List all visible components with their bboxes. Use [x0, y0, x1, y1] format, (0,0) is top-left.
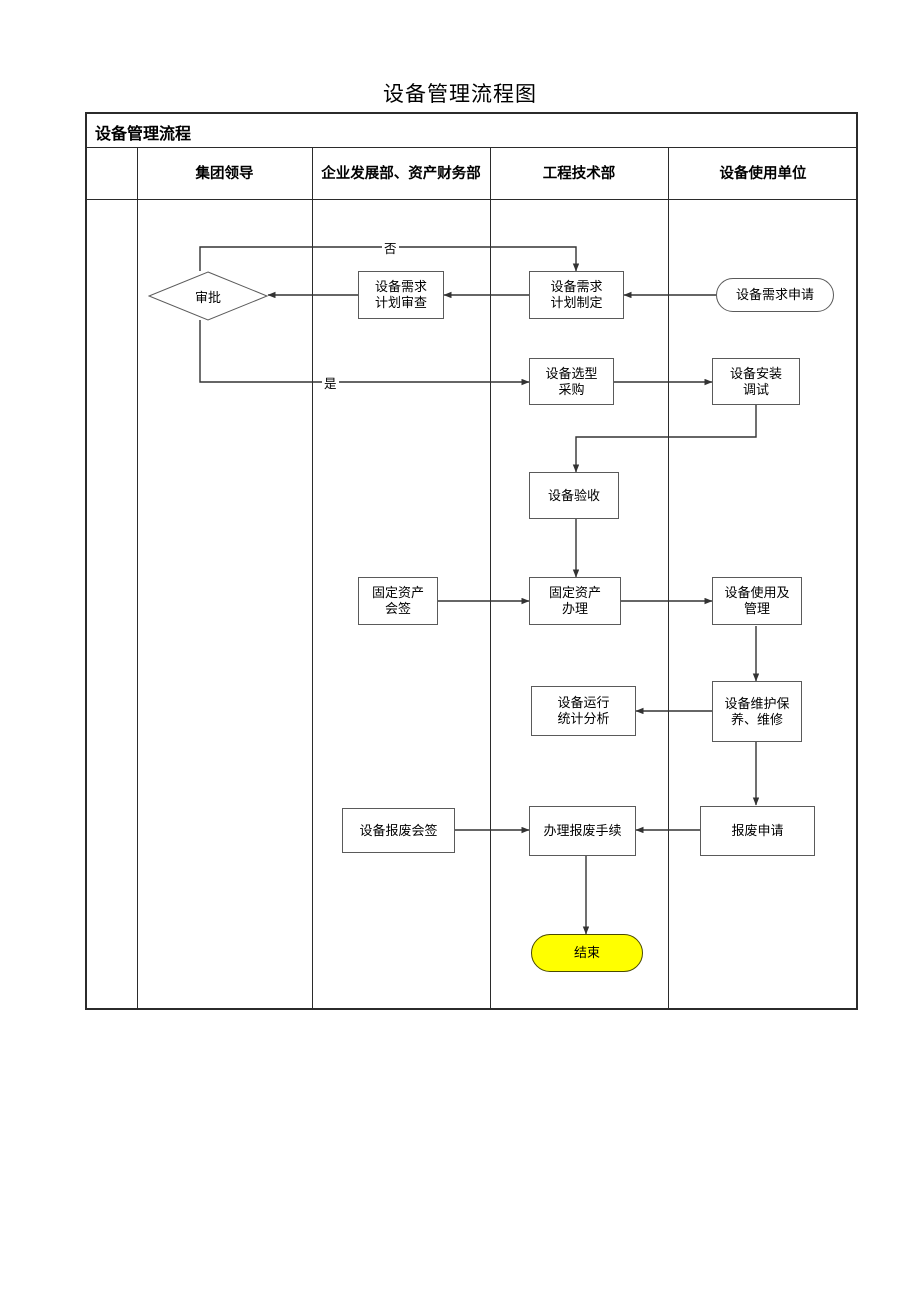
- node-approve[interactable]: 审批: [148, 271, 268, 321]
- node-scrap-handle-label: 办理报废手续: [543, 823, 622, 839]
- node-asset-handle[interactable]: 固定资产办理: [529, 577, 621, 625]
- node-plan-review[interactable]: 设备需求计划审查: [358, 271, 444, 319]
- node-scrap-handle[interactable]: 办理报废手续: [529, 806, 636, 856]
- node-maintenance-label: 设备维护保养、维修: [724, 695, 790, 727]
- node-end[interactable]: 结束: [531, 934, 643, 972]
- column-header-spacer: [87, 148, 137, 200]
- edge-label-no: 否: [382, 238, 399, 257]
- node-approve-label: 审批: [194, 289, 221, 305]
- node-acceptance-label: 设备验收: [547, 487, 600, 503]
- table-header-row: 集团领导 企业发展部、资产财务部 工程技术部 设备使用单位: [87, 148, 856, 200]
- node-plan-make[interactable]: 设备需求计划制定: [529, 271, 624, 319]
- band-title-text: 设备管理流程: [95, 126, 192, 143]
- node-use-manage-label: 设备使用及管理: [724, 585, 790, 616]
- column-divider-4: [668, 148, 669, 1010]
- edge-label-yes: 是: [322, 373, 339, 392]
- node-install[interactable]: 设备安装调试: [712, 358, 800, 405]
- node-request[interactable]: 设备需求申请: [716, 278, 834, 312]
- node-maintenance[interactable]: 设备维护保养、维修: [712, 681, 802, 742]
- node-plan-make-label: 设备需求计划制定: [550, 279, 603, 310]
- node-scrap-apply[interactable]: 报废申请: [700, 806, 815, 856]
- diamond-shape-icon: [148, 271, 268, 321]
- column-header-equipment-technology-using-unit: 设备使用单位: [719, 165, 807, 182]
- page-title: 设备管理流程图: [383, 82, 537, 106]
- swimlane-table: 设备管理流程 集团领导 企业发展部、资产财务部 工程技术部 设备使用单位: [85, 112, 858, 1010]
- column-header-engineering-technology: 工程技术部: [542, 165, 616, 182]
- table-band-title: 设备管理流程: [87, 114, 856, 148]
- column-divider-2: [312, 148, 313, 1010]
- column-header-group-leadership: 集团领导: [195, 165, 254, 182]
- node-end-label: 结束: [573, 945, 600, 961]
- column-divider-3: [490, 148, 491, 1010]
- node-asset-sign[interactable]: 固定资产会签: [358, 577, 438, 625]
- node-scrap-sign-label: 设备报废会签: [359, 822, 438, 838]
- node-scrap-sign[interactable]: 设备报废会签: [342, 808, 455, 853]
- node-use-manage[interactable]: 设备使用及管理: [712, 577, 802, 625]
- node-asset-sign-label: 固定资产会签: [371, 585, 424, 616]
- node-plan-review-label: 设备需求计划审查: [374, 279, 427, 310]
- node-install-label: 设备安装调试: [729, 365, 782, 397]
- column-divider-1: [137, 148, 138, 1010]
- node-asset-handle-label: 固定资产办理: [548, 585, 601, 616]
- node-purchase-label: 设备选型采购: [545, 365, 598, 397]
- node-stats-label: 设备运行统计分析: [557, 695, 610, 726]
- node-purchase[interactable]: 设备选型采购: [529, 358, 614, 405]
- node-scrap-apply-label: 报废申请: [731, 823, 784, 839]
- column-header-enterprise-development-and-asset-finance: 企业发展部、资产财务部: [321, 165, 481, 182]
- node-acceptance[interactable]: 设备验收: [529, 472, 619, 519]
- node-request-label: 设备需求申请: [735, 287, 814, 303]
- node-stats[interactable]: 设备运行统计分析: [531, 686, 636, 736]
